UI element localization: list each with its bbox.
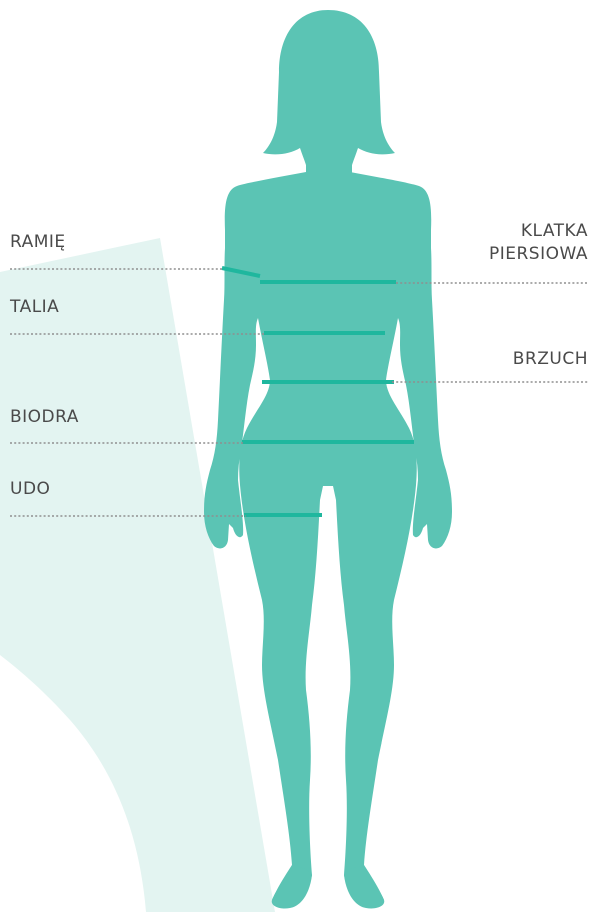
label-belly: BRZUCH — [513, 348, 588, 371]
right-foot — [344, 865, 384, 909]
label-hips: BIODRA — [10, 406, 79, 429]
label-arm: RAMIĘ — [10, 231, 66, 254]
label-waist: TALIA — [10, 296, 59, 319]
label-chest-line1: KLATKA — [521, 220, 588, 243]
label-thigh: UDO — [10, 478, 50, 501]
label-chest-line2: PIERSIOWA — [489, 243, 588, 266]
left-foot — [272, 865, 312, 909]
